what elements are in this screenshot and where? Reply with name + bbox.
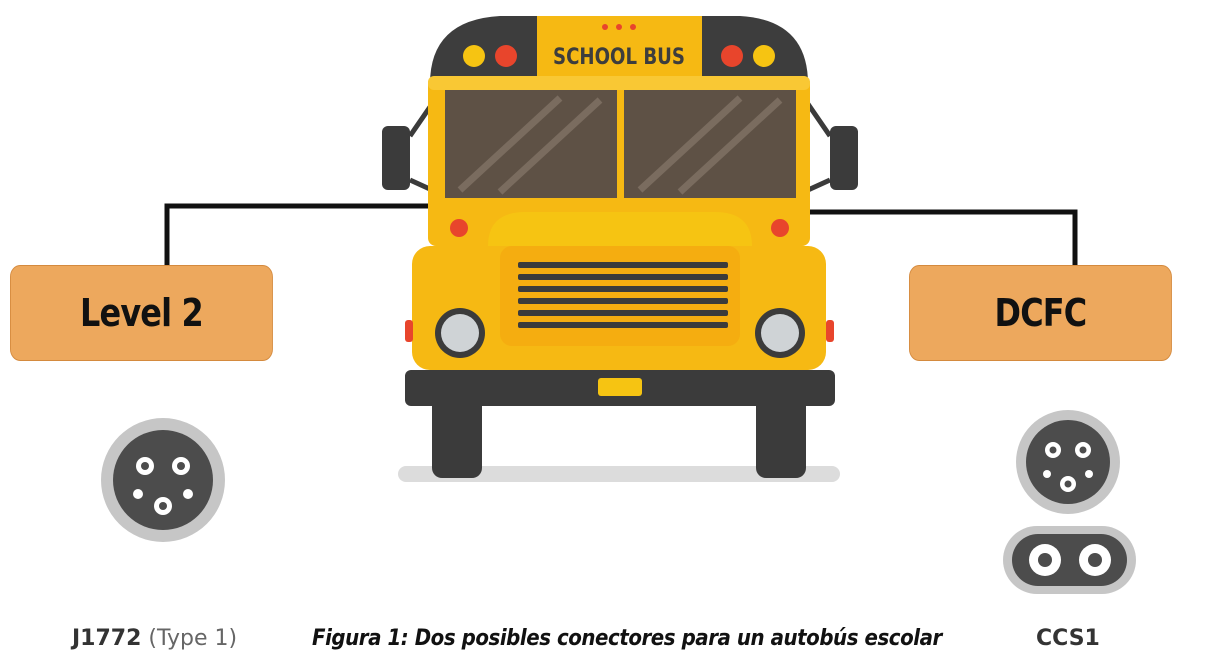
figure-caption: Figura 1: Dos posibles conectores para u… [312,626,942,651]
school-bus-illustration [382,16,858,482]
bus-sign-text: SCHOOL BUS [553,45,685,70]
level-2-box: Level 2 [10,265,273,361]
j1772-connector-icon [101,418,225,542]
j1772-label: J1772 (Type 1) [72,626,237,651]
ccs1-label: CCS1 [1036,626,1100,651]
j1772-type: (Type 1) [148,626,238,651]
j1772-name: J1772 [72,626,142,651]
dcfc-box: DCFC [909,265,1172,361]
level-2-label: Level 2 [80,291,204,335]
connector-lines [164,203,1078,267]
ccs1-connector-icon [1003,410,1136,594]
dcfc-label: DCFC [994,291,1088,335]
